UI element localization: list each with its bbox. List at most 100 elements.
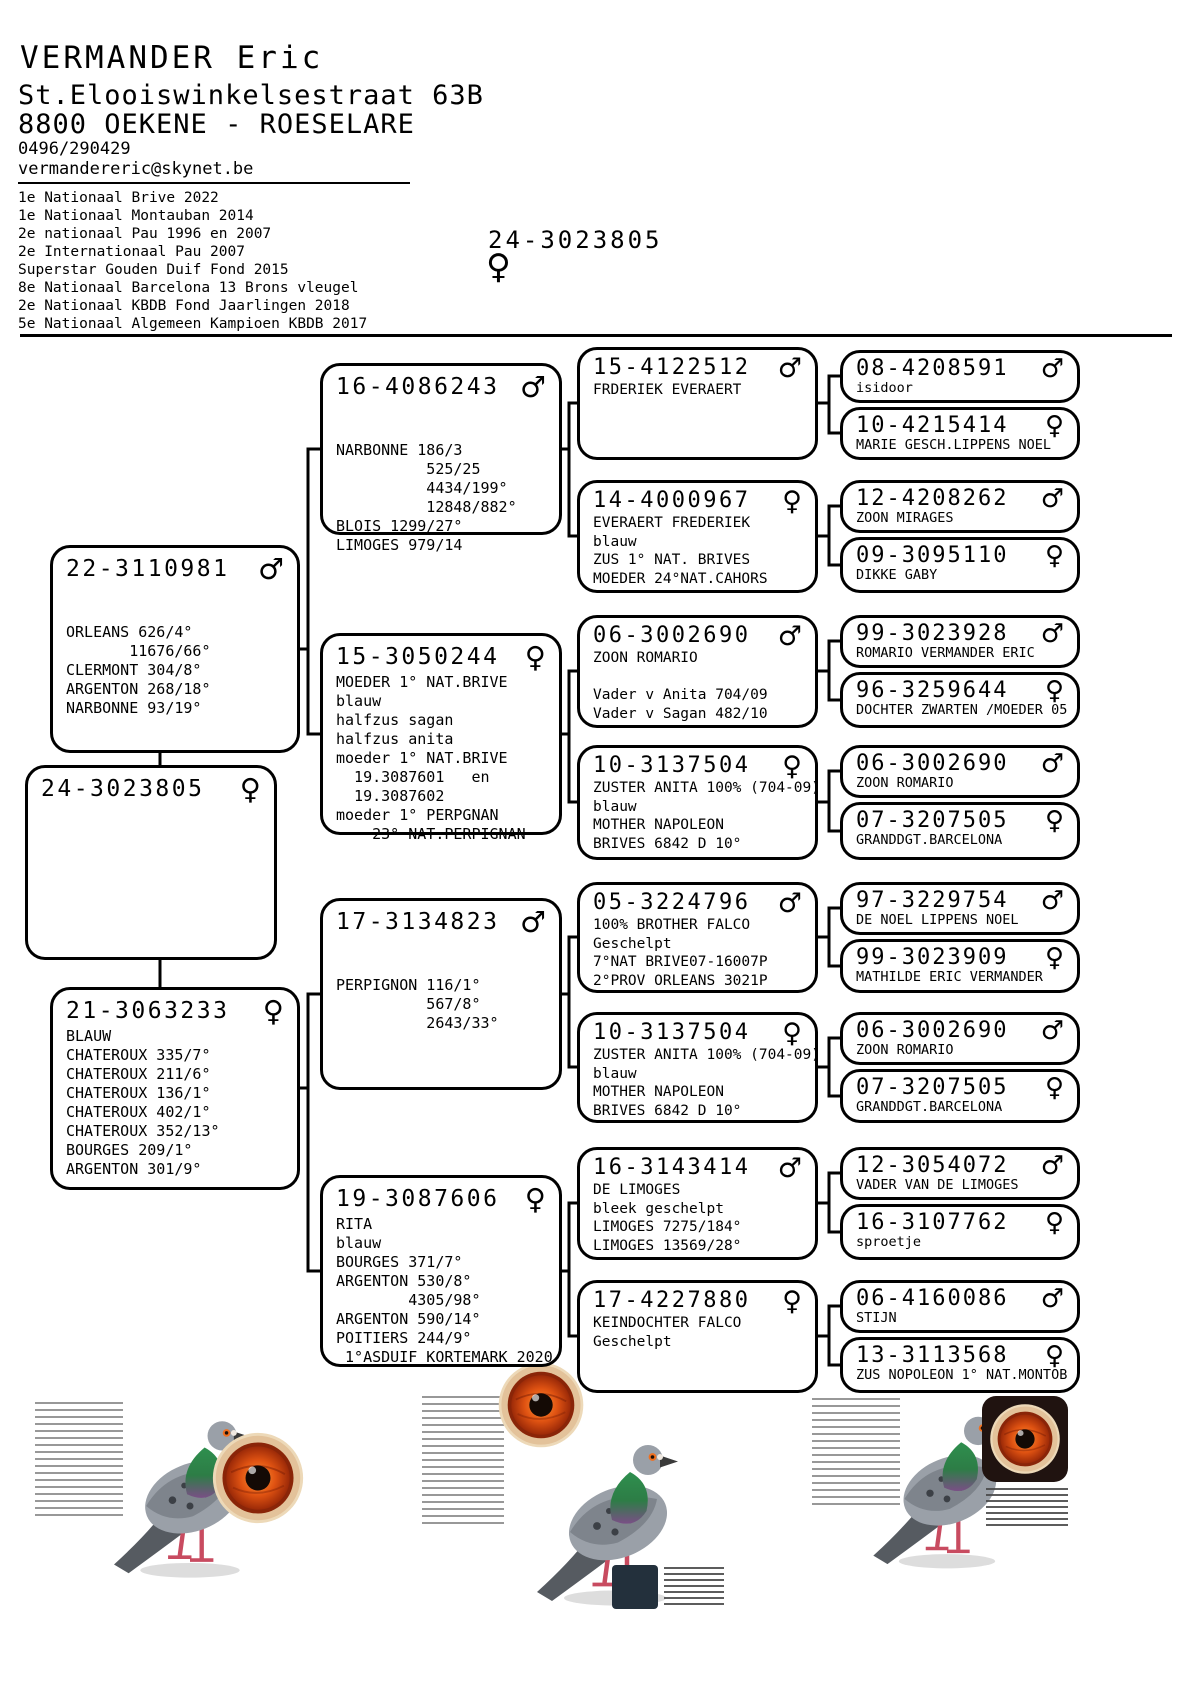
female-icon: ♀ bbox=[1044, 806, 1064, 836]
box-details: 100% BROTHER FALCO Geschelpt 7°NAT BRIVE… bbox=[593, 917, 768, 989]
pedigree-minicard-right bbox=[812, 1398, 900, 1510]
pedigree-box-06-3002690: 06-3002690♂ZOON ROMARIO bbox=[840, 745, 1080, 798]
separator-rule bbox=[20, 334, 1172, 337]
male-icon: ♂ bbox=[1040, 1284, 1064, 1314]
box-details: ORLEANS 626/4° 11676/66° CLERMONT 304/8°… bbox=[66, 623, 211, 717]
box-details: BLAUW CHATEROUX 335/7° CHATEROUX 211/6° … bbox=[66, 1027, 220, 1178]
male-icon: ♂ bbox=[777, 888, 802, 919]
female-icon: ♀ bbox=[486, 247, 511, 287]
pedigree-box-22-3110981: 22-3110981♂ ORLEANS 626/4° 11676/66° CLE… bbox=[50, 545, 300, 753]
male-icon: ♂ bbox=[777, 621, 802, 652]
pedigree-box-07-3207505: 07-3207505 ♀ GRANDDGT.BARCELONA bbox=[840, 802, 1080, 860]
box-details: VADER VAN DE LIMOGES bbox=[856, 1177, 1019, 1193]
ring-number: 16-3107762 bbox=[856, 1210, 1009, 1235]
box-details: FRDERIEK EVERAERT bbox=[593, 382, 742, 398]
female-icon: ♀ bbox=[262, 994, 284, 1028]
female-icon: ♀ bbox=[1044, 676, 1064, 706]
male-icon: ♂ bbox=[258, 552, 284, 586]
achievement-line: 2e Internationaal Pau 2007 bbox=[18, 244, 245, 260]
achievement-line: 1e Nationaal Montauban 2014 bbox=[18, 208, 254, 224]
male-icon: ♂ bbox=[520, 905, 546, 939]
box-details: GRANDDGT.BARCELONA bbox=[856, 1099, 1003, 1115]
box-details: DOCHTER ZWARTEN /MOEDER 05 bbox=[856, 702, 1068, 718]
ring-number: 15-3050244 bbox=[336, 644, 500, 670]
pedigree-box-96-3259644: 96-3259644 ♀DOCHTER ZWARTEN /MOEDER 05 bbox=[840, 672, 1080, 728]
fancier-name: VERMANDER Eric bbox=[20, 40, 324, 76]
box-details: STIJN bbox=[856, 1310, 897, 1326]
box-details: PERPIGNON 116/1° 567/8° 2643/33° bbox=[336, 976, 499, 1032]
male-icon: ♂ bbox=[777, 353, 802, 384]
box-details: DE NOEL LIPPENS NOEL bbox=[856, 912, 1019, 928]
box-details: isidoor bbox=[856, 380, 913, 396]
ring-number: 97-3229754 bbox=[856, 888, 1009, 913]
ring-number: 09-3095110 bbox=[856, 543, 1009, 568]
box-details: ZUSTER ANITA 100% (704-09) blauw MOTHER … bbox=[593, 780, 820, 852]
box-details: MARIE GESCH.LIPPENS NOEL bbox=[856, 437, 1052, 453]
ring-number: 06-3002690 bbox=[856, 1018, 1009, 1043]
pedigree-box-15-3050244: 15-3050244♀MOEDER 1° NAT.BRIVE blauw hal… bbox=[320, 633, 562, 843]
pedigree-box-08-4208591: 08-4208591 ♂ isidoor bbox=[840, 350, 1080, 403]
male-icon: ♂ bbox=[1040, 1016, 1064, 1046]
box-details: ZOON ROMARIO bbox=[856, 1042, 954, 1058]
ring-number: 07-3207505 bbox=[856, 1075, 1009, 1100]
pedigree-box-16-3143414: 16-3143414♂DE LIMOGES bleek geschelpt LI… bbox=[577, 1147, 818, 1260]
ring-number: 13-3113568 bbox=[856, 1343, 1009, 1368]
box-details: ZUS NOPOLEON 1° NAT.MONTOB bbox=[856, 1367, 1068, 1383]
pedigree-box-24-3023805: 24-3023805♀ bbox=[25, 765, 277, 960]
pedigree-box-99-3023909: 99-3023909♀MATHILDE ERIC VERMANDER bbox=[840, 939, 1080, 993]
ring-number: 96-3259644 bbox=[856, 678, 1009, 703]
female-icon: ♀ bbox=[524, 640, 546, 674]
ring-number: 15-4122512 bbox=[593, 355, 751, 380]
pedigree-box-97-3229754: 97-3229754♂DE NOEL LIPPENS NOEL bbox=[840, 882, 1080, 935]
box-details: EVERAERT FREDERIEK blauw ZUS 1° NAT. BRI… bbox=[593, 515, 768, 587]
pedigree-box-06-4160086: 06-4160086 ♂ STIJN bbox=[840, 1280, 1080, 1333]
male-icon: ♂ bbox=[1040, 1151, 1064, 1181]
pedigree-box-12-4208262: 12-4208262♂ZOON MIRAGES bbox=[840, 480, 1080, 533]
ring-number: 16-3143414 bbox=[593, 1155, 751, 1180]
pedigree-box-10-4215414: 10-4215414♀MARIE GESCH.LIPPENS NOEL bbox=[840, 407, 1080, 460]
pedigree-minicard-middle bbox=[422, 1396, 504, 1524]
ring-number: 07-3207505 bbox=[856, 808, 1009, 833]
female-icon: ♀ bbox=[524, 1182, 546, 1216]
achievement-line: 2e Nationaal KBDB Fond Jaarlingen 2018 bbox=[18, 298, 350, 314]
subject-ring-number: 24-3023805 bbox=[488, 226, 663, 254]
pedigree-minicard-left bbox=[35, 1402, 123, 1520]
female-icon: ♀ bbox=[1044, 1341, 1064, 1371]
achievement-line: 1e Nationaal Brive 2022 bbox=[18, 190, 219, 206]
ring-number: 08-4208591 bbox=[856, 356, 1009, 381]
ring-number: 12-3054072 bbox=[856, 1153, 1009, 1178]
pedigree-box-10-3137504: 10-3137504♀ZUSTER ANITA 100% (704-09) bl… bbox=[577, 745, 820, 860]
ring-number: 10-3137504 bbox=[593, 753, 751, 778]
achievement-line: Superstar Gouden Duif Fond 2015 bbox=[18, 262, 289, 278]
ring-number: 24-3023805 bbox=[41, 776, 205, 802]
female-icon: ♀ bbox=[782, 1018, 802, 1049]
ring-number: 06-4160086 bbox=[856, 1286, 1009, 1311]
pedigree-box-19-3087606: 19-3087606♀RITA blauw BOURGES 371/7° ARG… bbox=[320, 1175, 562, 1367]
ring-number: 12-4208262 bbox=[856, 486, 1009, 511]
ring-number: 16-4086243 bbox=[336, 374, 500, 400]
female-icon: ♀ bbox=[1044, 943, 1064, 973]
address-city: 8800 OEKENE - ROESELARE bbox=[18, 109, 415, 140]
loft-logo bbox=[612, 1565, 658, 1609]
ring-number: 99-3023928 bbox=[856, 621, 1009, 646]
pedigree-box-14-4000967: 14-4000967♀EVERAERT FREDERIEK blauw ZUS … bbox=[577, 480, 818, 593]
female-icon: ♀ bbox=[1044, 1073, 1064, 1103]
pedigree-box-17-3134823: 17-3134823♂ PERPIGNON 116/1° 567/8° 2643… bbox=[320, 898, 562, 1090]
email-address: vermandereric@skynet.be bbox=[18, 159, 254, 179]
pedigree-box-16-3107762: 16-3107762♀sproetje bbox=[840, 1204, 1080, 1260]
pedigree-box-05-3224796: 05-3224796♂100% BROTHER FALCO Geschelpt … bbox=[577, 882, 818, 993]
pedigree-box-15-4122512: 15-4122512 ♂ FRDERIEK EVERAERT bbox=[577, 347, 818, 460]
box-details: GRANDDGT.BARCELONA bbox=[856, 832, 1003, 848]
ring-number: 10-3137504 bbox=[593, 1020, 751, 1045]
pedigree-box-07-3207505: 07-3207505 ♀ GRANDDGT.BARCELONA bbox=[840, 1069, 1080, 1123]
pedigree-box-16-4086243: 16-4086243♂ NARBONNE 186/3 525/25 4434/1… bbox=[320, 363, 562, 554]
ring-number: 06-3002690 bbox=[593, 623, 751, 648]
box-details: NARBONNE 186/3 525/25 4434/199° 12848/88… bbox=[336, 441, 517, 554]
pedigree-box-06-3002690: 06-3002690 ♂ ZOON ROMARIO bbox=[840, 1012, 1080, 1065]
ring-number: 10-4215414 bbox=[856, 413, 1009, 438]
male-icon: ♂ bbox=[1040, 354, 1064, 384]
address-street: St.Elooiswinkelsestraat 63B bbox=[18, 80, 484, 111]
male-icon: ♂ bbox=[1040, 749, 1064, 779]
